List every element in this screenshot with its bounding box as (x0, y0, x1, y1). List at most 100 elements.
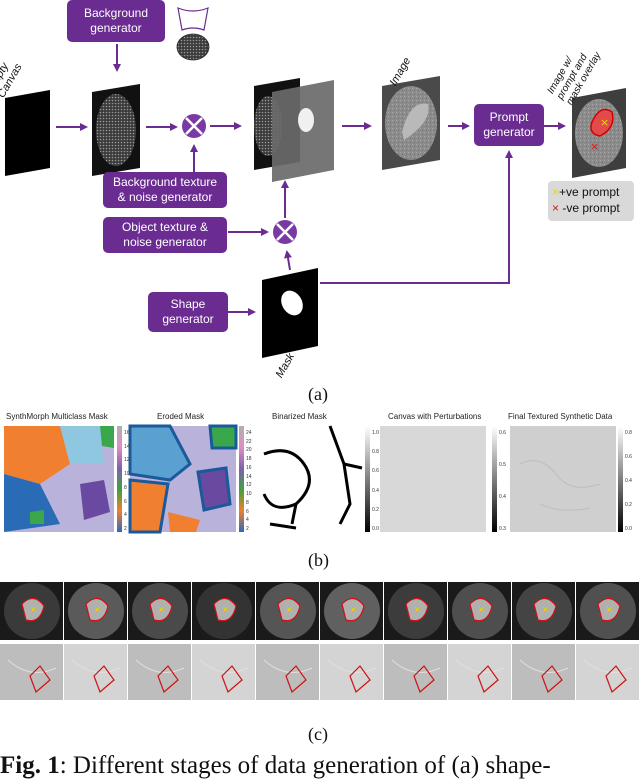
colorbar-tick: 0.3 (499, 526, 506, 532)
binarized-mask-image (256, 425, 363, 532)
panel-b-label: (b) (308, 550, 329, 570)
panel-c-bottom-tile (192, 644, 255, 700)
background-texture-box: Background texture & noise generator (103, 172, 227, 208)
colorbar-tick: 4 (246, 517, 249, 524)
colorbar-tick: 4 (124, 512, 127, 519)
colorbar-2 (239, 426, 244, 532)
caption-text: : Different stages of data generation of… (59, 752, 551, 779)
negative-marker-icon: × (552, 201, 560, 215)
shape-generator-box: Shape generator (148, 292, 228, 332)
panel-b-figures (4, 424, 623, 534)
colorbar-tick: 14 (246, 473, 252, 480)
prompt-generator-box: Prompt generator (474, 104, 544, 146)
panel-c-bottom-tile (64, 644, 127, 700)
panel-c-top-tile: × (320, 582, 383, 640)
colorbar-tick: 6 (246, 508, 249, 515)
panel-c-top-tile: × (256, 582, 319, 640)
b-title-4: Canvas with Perturbations (388, 412, 482, 421)
colorbar-tick: 0.8 (625, 430, 632, 436)
multiply-node-2 (273, 220, 297, 244)
b-title-1: SynthMorph Multiclass Mask (6, 412, 108, 421)
colorbar-tick: 0.0 (372, 526, 379, 532)
panel-c-bottom-tile (576, 644, 639, 700)
colorbar-tick: 6 (124, 498, 127, 505)
panel-c-top-tile: × (128, 582, 191, 640)
colorbar-tick: 24 (246, 430, 252, 436)
colorbar-tick: 0.4 (372, 487, 379, 494)
b-title-3: Binarized Mask (272, 412, 327, 421)
panel-c-bottom-tile (256, 644, 319, 700)
panel-c-label: (c) (308, 724, 328, 744)
svg-text:×: × (606, 605, 613, 614)
b-title-2: Eroded Mask (157, 412, 205, 421)
svg-text:×: × (414, 605, 421, 614)
colorbar-tick: 8 (246, 499, 249, 506)
colorbar-tick: 0.6 (625, 454, 632, 460)
panel-c-top-tile: × (384, 582, 447, 640)
svg-text:×: × (222, 605, 229, 614)
caption-figure-label: Fig. 1 (0, 752, 60, 779)
colorbar-1 (117, 426, 122, 532)
panel-c-bottom-tile (128, 644, 191, 700)
panel-c-top-tile: × (448, 582, 511, 640)
panel-c-bottom-tile (320, 644, 383, 700)
panel-c-top-tile: × (576, 582, 639, 640)
panel-c-bottom-tile (0, 644, 63, 700)
panel-c-top-tile: × (64, 582, 127, 640)
colorbar-3 (365, 426, 370, 532)
perturbation-canvas-image (380, 426, 486, 532)
empty-canvas (5, 90, 50, 176)
canvas-shape-icon (177, 7, 209, 31)
svg-text:×: × (94, 605, 101, 614)
panel-a-diagram: × × (5, 7, 626, 358)
panel-c-top-tile: × (192, 582, 255, 640)
colorbar-tick: 12 (246, 482, 252, 489)
colorbar-tick: 0.6 (372, 468, 379, 475)
panel-c-top-tile: × (0, 582, 63, 640)
colorbar-5 (618, 426, 623, 532)
svg-text:×: × (478, 605, 485, 614)
colorbar-tick: 0.2 (625, 502, 632, 508)
legend-negative: × -ve prompt (552, 201, 620, 215)
colorbar-tick: 10 (246, 491, 252, 498)
multiply-node-1 (182, 114, 206, 138)
colorbar-tick: 2 (246, 526, 249, 532)
colorbar-tick: 0.4 (625, 478, 632, 484)
mask-blob (281, 290, 303, 316)
colorbar-tick: 0.0 (625, 526, 632, 532)
colorbar-tick: 0.5 (499, 462, 506, 468)
panel-c-row-1: × × × × × × × × × × (0, 582, 639, 640)
colorbar-tick: 20 (246, 447, 252, 454)
object-texture-box: Object texture & noise generator (103, 217, 227, 253)
colorbar-tick: 1.0 (372, 430, 379, 436)
colorbar-tick: 14 (124, 443, 130, 450)
colorbar-tick: 0.4 (499, 494, 506, 500)
positive-marker-icon: × (552, 185, 560, 199)
colorbar-tick: 0.8 (372, 449, 379, 456)
panel-c-top-tile: × (512, 582, 575, 640)
svg-text:×: × (158, 605, 165, 614)
panel-c-row-2 (0, 644, 639, 700)
colorbar-tick: 2 (124, 526, 127, 532)
figure-caption: Fig. 1: Different stages of data generat… (0, 750, 640, 781)
final-textured-image (510, 426, 616, 532)
eroded-mask-image (128, 424, 238, 534)
background-generator-box: Background generator (67, 0, 165, 42)
colorbar-4 (492, 426, 497, 532)
colorbar-tick: 16 (246, 464, 252, 471)
svg-text:×: × (30, 605, 37, 614)
panel-c-figures: × × × × × × × × × × (0, 582, 639, 700)
colorbar-tick: 18 (246, 456, 252, 463)
legend-positive: ×+ve prompt (552, 185, 620, 199)
colorbar-tick: 0.6 (499, 430, 506, 436)
svg-text:×: × (542, 605, 549, 614)
b-title-5: Final Textured Synthetic Data (508, 412, 613, 421)
colorbar-tick: 10 (124, 471, 130, 478)
negative-prompt-marker: × (590, 140, 599, 153)
svg-text:×: × (350, 605, 357, 614)
colorbar-tick: 8 (124, 484, 127, 491)
background-texture-ellipse (96, 94, 136, 166)
multiclass-mask-image (4, 426, 114, 532)
colorbar-tick: 12 (124, 457, 130, 464)
positive-prompt-marker: × (600, 116, 609, 129)
